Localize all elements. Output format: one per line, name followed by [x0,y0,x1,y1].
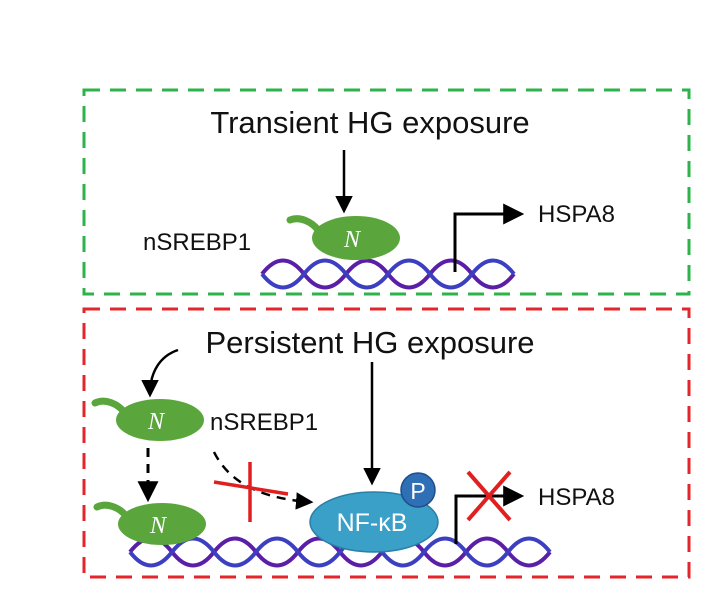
inhibition-cross-left [213,462,289,522]
transient-panel-border [82,88,691,296]
dna-helix-bottom [128,536,552,568]
dna-helix-top [260,258,516,290]
nfkb-label: NF-κB [337,509,408,537]
nsrebp1-label-top: nSREBP1 [143,229,251,256]
nsrebp1-n-domain-upper: N [147,409,166,435]
nsrebp1-n-domain-top: N [343,227,362,253]
hspa8-label-top: HSPA8 [538,201,615,228]
transient-panel: Transient HG exposure N nSREBP1 HSPA8 [82,88,691,296]
transcription-arrow-top [453,203,525,272]
inhibition-cross-right [466,470,512,522]
srebp-to-nfkb-dashed-arrow [212,451,314,510]
transcription-arrow-bottom [454,485,525,544]
phospho-group: P [400,472,436,508]
persistent-panel: Persistent HG exposure N nSREBP1 [82,307,691,579]
hspa8-label-bottom: HSPA8 [538,484,615,511]
persistent-title: Persistent HG exposure [205,325,534,360]
nfkb-complex: NF-κB [309,491,439,553]
phospho-label: P [410,478,425,504]
nsrebp1-protein-upper: N [91,397,204,441]
transient-title: Transient HG exposure [210,105,529,140]
nsrebp1-protein-lower: N [93,501,206,545]
nsrebp1-protein-top: N [286,215,400,260]
nsrebp1-label-bottom: nSREBP1 [210,409,318,436]
nsrebp1-n-domain-lower: N [149,513,168,539]
persistent-to-srebp-arrow [141,348,179,398]
persistent-panel-border [82,307,691,579]
